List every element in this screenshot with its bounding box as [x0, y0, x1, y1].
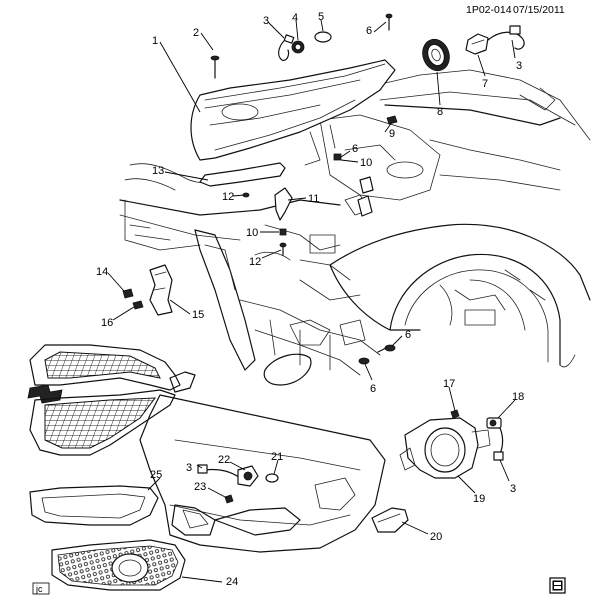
front-bumper-fascia: [29, 389, 386, 553]
headlamp-assembly: [190, 59, 396, 166]
screw-icon: [385, 13, 393, 31]
callout-2: 2: [193, 27, 199, 39]
callout-16: 16: [101, 317, 113, 329]
callout-19: 19: [473, 493, 485, 505]
bracket-icon: [359, 176, 374, 194]
bolt-icon: [358, 357, 370, 365]
bulb-socket-icon: [237, 465, 259, 487]
nut-icon: [279, 228, 287, 236]
callout-22: 22: [218, 454, 230, 466]
clip-icon: [386, 115, 398, 125]
callout-8: 8: [437, 106, 443, 118]
callout-7: 7: [482, 78, 488, 90]
bulb-icon: [486, 417, 502, 429]
callout-24: 24: [226, 576, 238, 588]
nut-icon: [333, 153, 342, 161]
diagram-date: 07/15/2011: [513, 4, 565, 16]
callout-3d: 3: [186, 462, 192, 474]
callout-11: 11: [308, 193, 319, 205]
bulb-icon: [314, 31, 332, 43]
fender: [329, 223, 591, 368]
callout-15: 15: [192, 309, 204, 321]
bolt-icon: [377, 344, 396, 353]
body-structure: [119, 69, 591, 386]
bolt-icon: [210, 55, 220, 79]
callout-10b: 10: [246, 227, 258, 239]
bumper-bracket: [149, 264, 173, 316]
upper-grille: [29, 344, 196, 393]
bulb-socket-icon: [291, 40, 305, 54]
callout-12b: 12: [249, 256, 261, 268]
screw-icon: [224, 494, 234, 504]
fog-lamp-bezel-lower: [51, 539, 186, 591]
gm-logo-icon: [549, 577, 566, 594]
callout-23: 23: [194, 481, 206, 493]
callout-25: 25: [150, 469, 162, 481]
callout-3c: 3: [510, 483, 516, 495]
wire-connector-icon: [487, 31, 525, 50]
clip-icon: [132, 300, 144, 310]
callout-1: 1: [152, 35, 158, 47]
wire-connector-icon: [204, 468, 241, 479]
screw-icon: [450, 409, 460, 419]
leader-lines: [107, 19, 516, 583]
wire-connector-icon: [278, 37, 290, 61]
callout-labels: 1 2 3 4 5 6 3 7 8 9 6 10 13 12 11 10 12 …: [96, 11, 524, 588]
emblem-icon: [27, 384, 63, 404]
bolt-icon: [122, 288, 134, 299]
fog-lamp: [399, 417, 491, 479]
fog-lamp-bezel-upper: [29, 485, 159, 526]
artist-initials: jc: [35, 584, 43, 594]
bulb-icon: [265, 473, 279, 483]
callout-6c: 6: [405, 329, 411, 341]
callout-18: 18: [512, 391, 524, 403]
callout-6b: 6: [352, 143, 358, 155]
callout-20: 20: [430, 531, 442, 543]
callout-17: 17: [443, 378, 455, 390]
callout-21: 21: [271, 451, 283, 463]
diagram-id: 1P02-014: [466, 4, 512, 16]
callout-6d: 6: [370, 383, 376, 395]
callout-3: 3: [263, 15, 269, 27]
callout-5: 5: [318, 11, 324, 23]
callout-4: 4: [292, 12, 298, 24]
callout-10: 10: [360, 157, 372, 169]
fascia-trim-cap: [371, 507, 409, 533]
bracket-icon: [357, 195, 373, 217]
artist-initials-box: jc: [32, 582, 50, 595]
bulb-socket-icon: [465, 33, 489, 55]
screw-icon: [279, 242, 287, 256]
dust-cap-icon: [422, 38, 450, 72]
callout-14: 14: [96, 266, 108, 278]
callout-3b: 3: [516, 60, 522, 72]
callout-9: 9: [389, 128, 395, 140]
headlamp-bracket: [199, 162, 286, 187]
callout-13: 13: [152, 165, 164, 177]
callout-6: 6: [366, 25, 372, 37]
callout-12: 12: [222, 191, 234, 203]
bracket-icon: [274, 187, 293, 221]
